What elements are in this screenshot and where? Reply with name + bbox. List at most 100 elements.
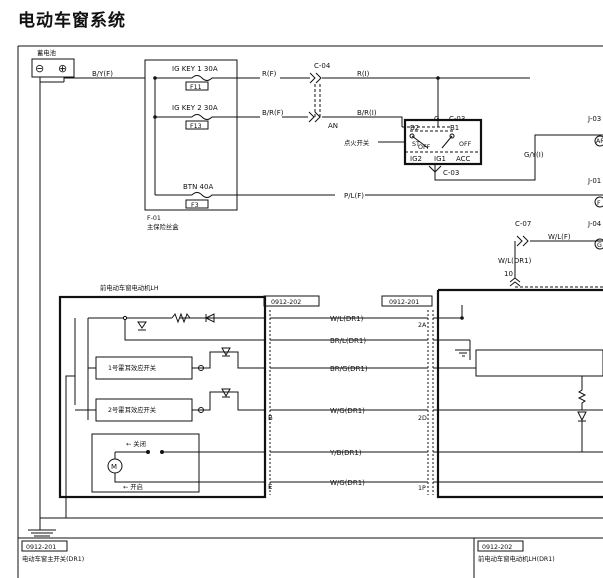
- ignition-switch-label: 点火开关: [344, 138, 370, 147]
- svg-text:F13: F13: [190, 123, 202, 130]
- node: [146, 450, 150, 454]
- battery-negative-icon: ⊖: [35, 62, 44, 75]
- main-switch-box: [436, 288, 603, 499]
- wire-label-yb: Y/B(DR1): [329, 449, 362, 457]
- connector-f-circle: [594, 196, 603, 208]
- ign-off-right-label: OFF: [459, 141, 472, 148]
- diode-icon: [221, 388, 231, 398]
- connector-g-pin-label: G: [597, 242, 602, 249]
- motor-subbox: [91, 433, 200, 493]
- fuse-f3: BTN 40A F3: [183, 183, 300, 209]
- svg-text:IG KEY 2 30A: IG KEY 2 30A: [172, 104, 218, 112]
- pin-1p-label: 1P: [418, 485, 426, 492]
- hall-switch-2-label: 2号霍耳效应开关: [108, 405, 157, 414]
- module-bus: [65, 318, 89, 518]
- wire-label-br-f: B/R(F): [262, 109, 284, 117]
- ign-contact: [409, 133, 415, 139]
- pin-10-chevron: [509, 277, 521, 287]
- harness-left: [264, 310, 271, 495]
- fuse-block-box: [144, 59, 238, 211]
- wire-label-gy: G/Y(I): [524, 151, 544, 159]
- diagram-frame: [17, 45, 603, 578]
- ign-acc-label: ACC: [456, 155, 471, 163]
- wire-label-r-i: R(I): [357, 70, 370, 78]
- wire-label-wg: W/G(DR1): [330, 407, 365, 415]
- svg-text:F11: F11: [190, 84, 202, 91]
- connector-j04-label: J-04: [587, 220, 602, 228]
- diode-icon: [204, 313, 215, 323]
- wire-label-wl-dr1-top: W/L(DR1): [498, 257, 532, 265]
- connector-j01-label: J-01: [587, 177, 601, 185]
- ign-off-left-label: OFF: [418, 144, 431, 151]
- ignition-top-dashes: [402, 126, 455, 132]
- ign-output-chevron: [428, 164, 442, 173]
- resistor-icon: [577, 376, 587, 410]
- connector-g-label: G: [434, 115, 439, 123]
- resistor-icon: [171, 312, 191, 324]
- pin-10-label: 10: [504, 270, 513, 278]
- pin-2a-label: 2A: [418, 322, 427, 329]
- connector-0912-201-label: 0912-201: [389, 299, 419, 306]
- wire-switch-2: [75, 391, 265, 411]
- ground-symbol-icon: [455, 349, 470, 357]
- connector-c07-chevron: [516, 235, 529, 247]
- fuse-junction: [153, 76, 157, 80]
- connector-an-chevron: [308, 111, 321, 123]
- ign-b1-label: B1: [450, 124, 459, 132]
- footer-left-code: 0912-201: [26, 544, 56, 551]
- ign-b2-label: B2: [410, 124, 419, 132]
- led-icon: [577, 411, 587, 422]
- wire-label-pl: P/L(F): [344, 192, 364, 200]
- footer-right-code-tag: [477, 540, 524, 552]
- svg-text:IG KEY 1 30A: IG KEY 1 30A: [172, 65, 218, 73]
- wire-ign-out: [434, 134, 603, 181]
- wire-label-wl-f: W/L(F): [548, 233, 571, 241]
- node: [122, 315, 128, 321]
- wire-label-r-f: R(F): [262, 70, 277, 78]
- ign-contact: [449, 133, 455, 139]
- ign-contacts: [411, 135, 453, 149]
- main-switch-inner-box: [475, 349, 603, 377]
- connector-0912-201-tag: [381, 295, 433, 307]
- diode-icon: [221, 347, 231, 357]
- node: [198, 365, 204, 371]
- connector-j03-label: J-03: [587, 115, 601, 123]
- shield-dashed: [314, 84, 321, 118]
- wire-label-brg: BR/G(DR1): [330, 365, 368, 373]
- wire-label-br-i: B/R(I): [357, 109, 377, 117]
- battery-terminals: [39, 77, 65, 83]
- page-title: 电动车窗系统: [18, 11, 126, 31]
- motor-open-label: ← 开启: [123, 482, 143, 491]
- fuse-junction: [153, 115, 157, 119]
- main-switch-wires: [433, 367, 603, 483]
- connector-c04-label: C-04: [314, 62, 331, 70]
- battery-box: [31, 58, 75, 78]
- connector-f-label: F: [597, 200, 601, 207]
- wire-br-to-ign: [395, 116, 403, 127]
- connector-g-circle: [594, 238, 603, 250]
- connector-c03b-label: C-03: [443, 169, 459, 177]
- fuse-f13: IG KEY 2 30A F13: [172, 104, 260, 130]
- connector-c03-label: C-03: [449, 115, 465, 123]
- battery-positive-icon: ⊕: [58, 62, 67, 75]
- motor-module-box: [58, 295, 267, 499]
- connector-an-label: AN: [328, 122, 338, 130]
- connector-c04-chevron: [309, 72, 322, 84]
- motor-close-label: ← 关闭: [126, 439, 146, 448]
- ground-icon: [28, 529, 56, 537]
- footer-left-label: 电动车窗主开关(DR1): [22, 554, 84, 563]
- diode-icon: [137, 321, 147, 331]
- ign-ig2-label: IG2: [410, 155, 422, 163]
- footer-right-label: 前电动车窗电动机LH(DR1): [478, 554, 555, 563]
- ign-ig1-label: IG1: [434, 155, 446, 163]
- motor-wires: [114, 451, 265, 483]
- fuse-block-label: 主保险丝盒: [147, 222, 179, 231]
- connector-ar-label: AR: [596, 138, 603, 145]
- motor-m-label: M: [111, 463, 117, 471]
- node: [160, 450, 164, 454]
- wire-label-wl-dr1: W/L(DR1): [330, 315, 364, 323]
- motor-module-title: 前电动车窗电动机LH: [100, 283, 159, 292]
- connector-c07-label: C-07: [515, 220, 531, 228]
- node: [460, 316, 464, 320]
